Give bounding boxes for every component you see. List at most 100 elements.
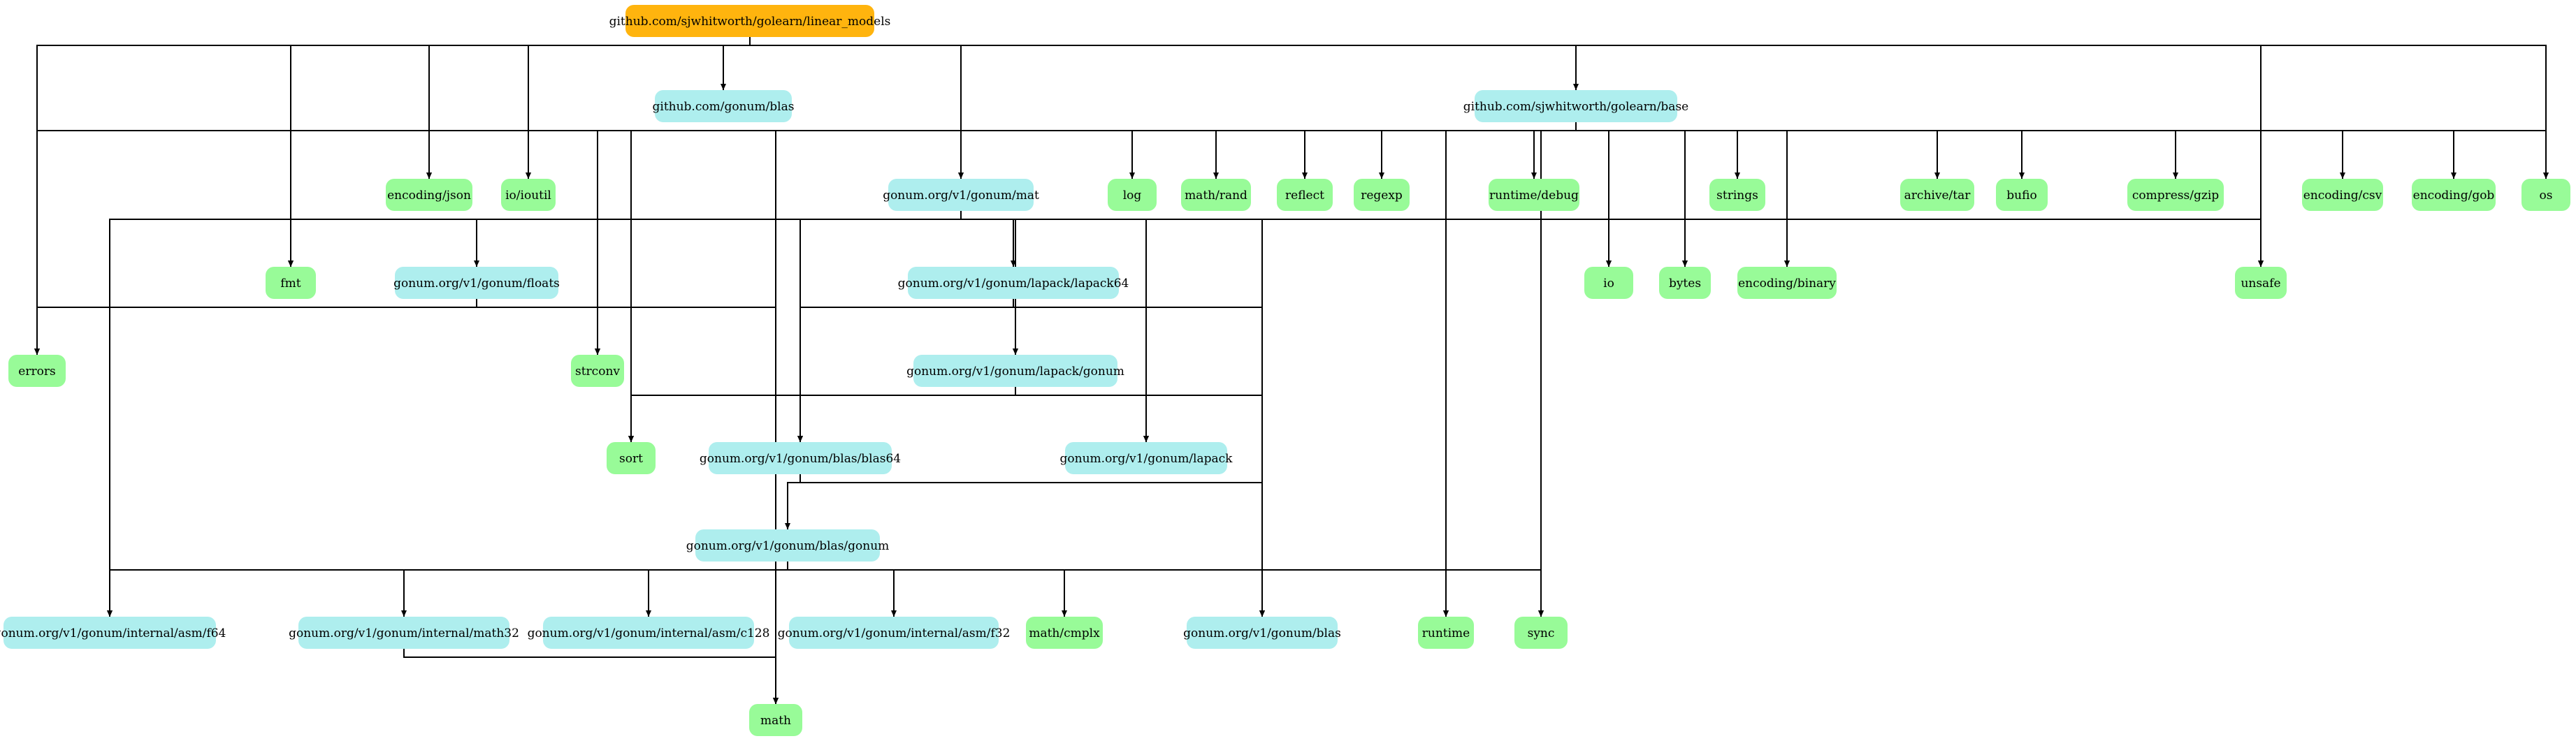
- edge-golearn_base-to-bytes: [1575, 122, 1688, 267]
- node-io-ioutil[interactable]: io/ioutil: [501, 179, 556, 211]
- node-box: [1737, 267, 1837, 299]
- node-label: encoding/csv: [2303, 189, 2382, 203]
- node-label: gonum.org/v1/gonum/mat: [883, 189, 1039, 203]
- node-regexp[interactable]: regexp: [1354, 179, 1410, 211]
- node-fmt[interactable]: fmt: [266, 267, 316, 299]
- node-sort[interactable]: sort: [607, 442, 656, 474]
- node-label: sort: [619, 452, 643, 466]
- node-strings[interactable]: strings: [1709, 179, 1765, 211]
- node-box: [655, 90, 792, 122]
- node-linear-models[interactable]: github.com/sjwhitworth/golearn/linear_mo…: [609, 5, 891, 37]
- node-box: [1659, 267, 1711, 299]
- node-reflect[interactable]: reflect: [1277, 179, 1333, 211]
- node-box: [1354, 179, 1410, 211]
- node-bufio[interactable]: bufio: [1996, 179, 2048, 211]
- edge-blas_gonum-to-math: [773, 562, 788, 704]
- edge-golearn_base-to-strconv: [595, 122, 1577, 355]
- edge-lapack_gonum-to-blas: [1015, 387, 1265, 617]
- node-box: [1187, 617, 1338, 649]
- edge-golearn_base-to-io: [1575, 122, 1612, 267]
- node-box: [789, 617, 999, 649]
- node-strconv[interactable]: strconv: [571, 355, 624, 387]
- node-mat[interactable]: gonum.org/v1/gonum/mat: [883, 179, 1039, 211]
- node-box: [2412, 179, 2496, 211]
- node-label: archive/tar: [1904, 189, 1971, 203]
- node-box: [386, 179, 472, 211]
- node-box: [395, 267, 558, 299]
- edge-linear_models-to-unsafe: [749, 37, 2264, 267]
- node-blas-gonum[interactable]: gonum.org/v1/gonum/blas/gonum: [686, 529, 890, 562]
- node-label: gonum.org/v1/gonum/lapack: [1060, 452, 1233, 466]
- edge-linear_models-to-fmt: [288, 37, 751, 267]
- node-encoding-json[interactable]: encoding/json: [386, 179, 472, 211]
- edge-layer: [34, 37, 2549, 704]
- node-label: gonum.org/v1/gonum/internal/asm/f64: [0, 626, 226, 640]
- node-bytes[interactable]: bytes: [1659, 267, 1711, 299]
- node-box: [908, 267, 1119, 299]
- node-gonum-blas[interactable]: github.com/gonum/blas: [653, 90, 795, 122]
- edge-math32-to-math: [403, 649, 779, 704]
- edge-linear_models-to-gonum_blas: [721, 37, 751, 90]
- node-box: [1418, 617, 1474, 649]
- node-label: gonum.org/v1/gonum/floats: [393, 277, 560, 291]
- node-os[interactable]: os: [2521, 179, 2570, 211]
- node-asm-f64[interactable]: gonum.org/v1/gonum/internal/asm/f64: [0, 617, 226, 649]
- node-box: [749, 704, 802, 736]
- node-math-rand[interactable]: math/rand: [1181, 179, 1251, 211]
- node-label: encoding/json: [387, 189, 471, 203]
- node-lapack64[interactable]: gonum.org/v1/gonum/lapack/lapack64: [898, 267, 1129, 299]
- node-unsafe[interactable]: unsafe: [2235, 267, 2287, 299]
- node-math[interactable]: math: [749, 704, 802, 736]
- node-box: [1277, 179, 1333, 211]
- node-encoding-gob[interactable]: encoding/gob: [2412, 179, 2496, 211]
- node-box: [1065, 442, 1227, 474]
- node-errors[interactable]: errors: [8, 355, 66, 387]
- node-math-cmplx[interactable]: math/cmplx: [1026, 617, 1103, 649]
- node-log[interactable]: log: [1108, 179, 1157, 211]
- node-lapack[interactable]: gonum.org/v1/gonum/lapack: [1060, 442, 1233, 474]
- node-box: [1584, 267, 1633, 299]
- node-archive-tar[interactable]: archive/tar: [1900, 179, 1974, 211]
- node-label: github.com/sjwhitworth/golearn/base: [1463, 100, 1688, 114]
- edge-mat-to-sync: [960, 211, 1544, 617]
- node-compress-gzip[interactable]: compress/gzip: [2127, 179, 2224, 211]
- node-math32[interactable]: gonum.org/v1/gonum/internal/math32: [289, 617, 519, 649]
- node-box: [1475, 90, 1677, 122]
- node-label: errors: [18, 365, 55, 379]
- edge-mat-to-sort: [628, 211, 962, 442]
- node-runtime[interactable]: runtime: [1418, 617, 1474, 649]
- node-label: encoding/binary: [1738, 277, 1836, 291]
- node-asm-c128[interactable]: gonum.org/v1/gonum/internal/asm/c128: [528, 617, 770, 649]
- node-golearn-base[interactable]: github.com/sjwhitworth/golearn/base: [1463, 90, 1688, 122]
- node-box: [501, 179, 556, 211]
- node-floats[interactable]: gonum.org/v1/gonum/floats: [393, 267, 560, 299]
- node-label: github.com/gonum/blas: [653, 100, 795, 114]
- node-sync[interactable]: sync: [1514, 617, 1568, 649]
- node-box: [709, 442, 892, 474]
- node-box: [1709, 179, 1765, 211]
- node-encoding-binary[interactable]: encoding/binary: [1737, 267, 1837, 299]
- node-lapack-gonum[interactable]: gonum.org/v1/gonum/lapack/gonum: [906, 355, 1124, 387]
- node-runtime-debug[interactable]: runtime/debug: [1489, 179, 1579, 211]
- node-label: math/cmplx: [1029, 626, 1100, 640]
- node-box: [913, 355, 1117, 387]
- node-box: [1900, 179, 1974, 211]
- node-label: os: [2540, 189, 2553, 203]
- node-label: gonum.org/v1/gonum/internal/asm/c128: [528, 626, 770, 640]
- node-box: [1108, 179, 1157, 211]
- node-io[interactable]: io: [1584, 267, 1633, 299]
- node-blas64[interactable]: gonum.org/v1/gonum/blas/blas64: [700, 442, 901, 474]
- node-blas[interactable]: gonum.org/v1/gonum/blas: [1183, 617, 1341, 649]
- node-box: [2127, 179, 2224, 211]
- node-label: strings: [1716, 189, 1758, 203]
- node-box: [695, 529, 880, 562]
- node-label: gonum.org/v1/gonum/blas/gonum: [686, 539, 890, 553]
- edge-linear_models-to-os: [749, 37, 2549, 179]
- node-box: [266, 267, 316, 299]
- node-label: math/rand: [1185, 189, 1247, 203]
- node-box: [888, 179, 1034, 211]
- node-encoding-csv[interactable]: encoding/csv: [2302, 179, 2383, 211]
- node-label: compress/gzip: [2132, 189, 2219, 203]
- node-asm-f32[interactable]: gonum.org/v1/gonum/internal/asm/f32: [778, 617, 1011, 649]
